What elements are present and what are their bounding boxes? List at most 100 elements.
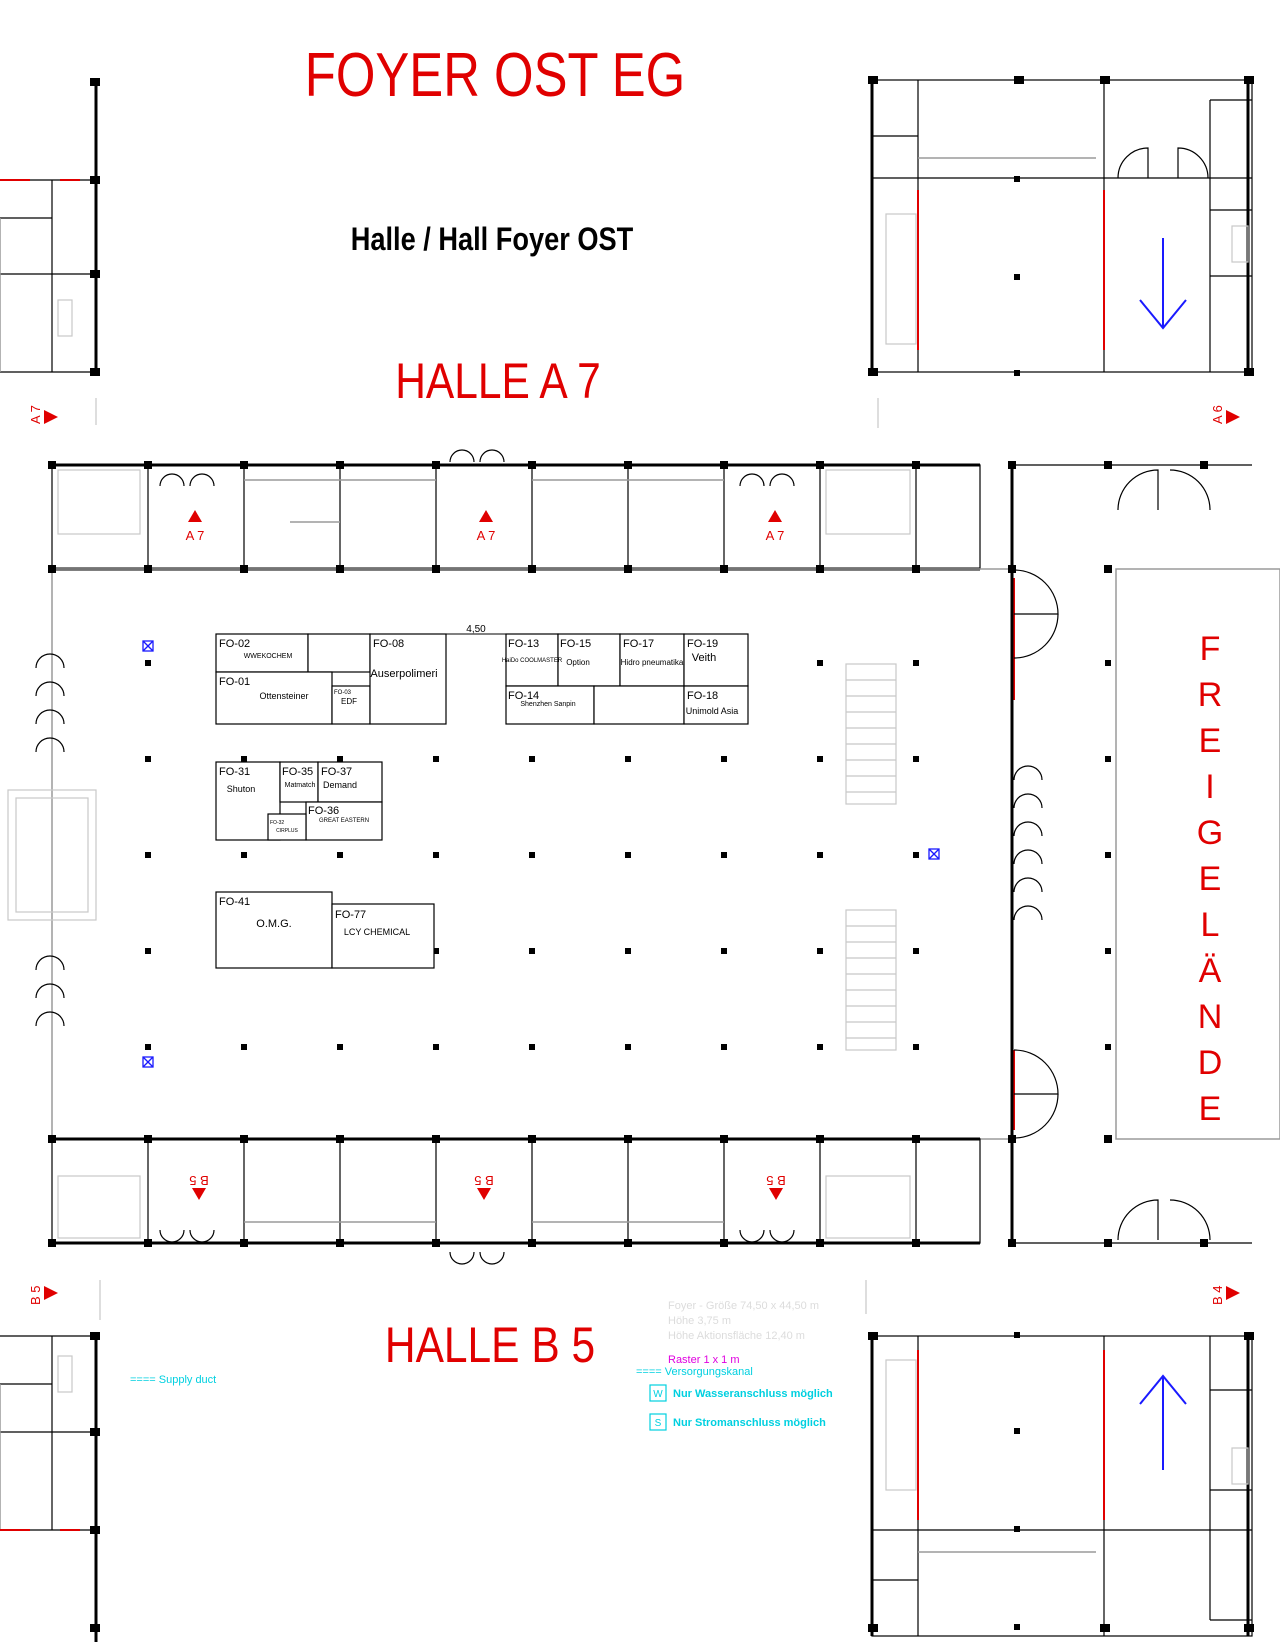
freigelaende-letter: L xyxy=(1201,906,1220,944)
marker-a7: A 7 xyxy=(766,528,785,543)
booth-fo-08[interactable] xyxy=(369,633,447,725)
marker-arrow-icon xyxy=(188,510,202,522)
booth-name: WWEKOCHEM xyxy=(244,653,293,660)
booth-fo-15[interactable] xyxy=(557,633,621,687)
legend-foyer-size: Foyer - Größe 74,50 x 44,50 m xyxy=(668,1300,819,1312)
freigelaende-letter: E xyxy=(1199,722,1222,760)
legend-supply-de: ==== Versorgungskanal xyxy=(636,1366,753,1378)
booth-id: FO-13 xyxy=(508,638,539,650)
booth-id: FO-02 xyxy=(219,638,250,650)
power-connection-icon xyxy=(649,1413,667,1431)
freigelaende-letter: F xyxy=(1200,630,1221,668)
foyer-main-hall xyxy=(7,449,1280,1265)
legend-power: Nur Stromanschluss möglich xyxy=(673,1417,826,1429)
building-bottom-right xyxy=(865,1280,1254,1637)
booth-name: Hidro pneumatika xyxy=(621,658,684,667)
booth-name: Shenzhen Sanpin xyxy=(520,701,575,708)
legend-water: Nur Wasseranschluss möglich xyxy=(673,1388,833,1400)
freigelaende-label: F R E I G E L Ä N D E xyxy=(1197,630,1223,1128)
booth-fo-36[interactable] xyxy=(305,801,383,841)
power-symbol: S xyxy=(655,1418,662,1429)
booth-id: FO-41 xyxy=(219,896,250,908)
building-top-right xyxy=(868,76,1254,428)
water-symbol: W xyxy=(653,1389,663,1400)
hall-markers: A 7 A 6 A 7 A 7 A 7 B 5 B 5 B 5 B 5 B 4 xyxy=(28,405,1240,1305)
freigelaende-letter: E xyxy=(1199,1090,1222,1128)
building-top-left xyxy=(0,78,100,425)
marker-arrow-icon xyxy=(477,1188,491,1200)
freigelaende-letter: N xyxy=(1198,998,1223,1036)
freigelaende-letter: E xyxy=(1199,860,1222,898)
marker-b5: B 5 xyxy=(189,1173,209,1188)
connection-box-icon xyxy=(142,640,154,652)
booth-id: FO-31 xyxy=(219,766,250,778)
booth-fo-14[interactable] xyxy=(505,685,595,725)
marker-arrow-icon xyxy=(192,1188,206,1200)
booth-name: LCY CHEMICAL xyxy=(344,927,410,937)
halle-b5-label: HALLE B 5 xyxy=(385,1317,595,1373)
booth-fo-18[interactable] xyxy=(683,685,749,725)
booth-name: Ottensteiner xyxy=(259,691,308,701)
booth-fo-03[interactable] xyxy=(331,685,371,725)
marker-a6: A 6 xyxy=(1210,405,1225,424)
booth-fo-77[interactable] xyxy=(331,903,435,969)
legend-supply-en: ==== Supply duct xyxy=(130,1374,216,1386)
marker-arrow-icon xyxy=(769,1188,783,1200)
booth-name: Shuton xyxy=(227,784,256,794)
booth-name: HaiDo COOLMASTER xyxy=(502,658,563,664)
booth-fo-13[interactable] xyxy=(505,633,559,687)
marker-arrow-icon xyxy=(1226,410,1240,424)
booth-name: Veith xyxy=(692,652,716,664)
booth-id: FO-08 xyxy=(373,638,404,650)
freigelaende-letter: Ä xyxy=(1199,952,1222,990)
halle-a7-label: HALLE A 7 xyxy=(395,353,601,409)
legend: Foyer - Größe 74,50 x 44,50 m Höhe 3,75 … xyxy=(130,1300,833,1431)
water-connection-icon xyxy=(649,1384,667,1402)
booth-name: Matmatch xyxy=(285,782,316,789)
marker-arrow-icon xyxy=(44,410,58,424)
booth-name: EDF xyxy=(341,697,357,706)
booth-id: FO-14 xyxy=(508,690,539,702)
booth-name: Unimold Asia xyxy=(686,706,739,716)
connection-box-icon xyxy=(928,848,940,860)
booth-id: FO-15 xyxy=(560,638,591,650)
marker-arrow-icon xyxy=(479,510,493,522)
marker-a7: A 7 xyxy=(186,528,205,543)
marker-arrow-icon xyxy=(1226,1286,1240,1300)
booth-id: FO-18 xyxy=(687,690,718,702)
booth-id: FO-35 xyxy=(282,766,313,778)
booth-id: FO-01 xyxy=(219,676,250,688)
booth-name: O.M.G. xyxy=(256,918,291,930)
booth-fo-19[interactable] xyxy=(683,633,749,687)
booth-id: FO-17 xyxy=(623,638,654,650)
legend-raster: Raster 1 x 1 m xyxy=(668,1354,740,1366)
freigelaende-letter: R xyxy=(1198,676,1223,714)
booth-id: FO-32 xyxy=(270,820,284,826)
marker-a7: A 7 xyxy=(477,528,496,543)
booth-fo-37[interactable] xyxy=(317,761,383,803)
booth-fo-41[interactable] xyxy=(215,891,333,969)
booth-name: Demand xyxy=(323,780,357,790)
freigelaende-letter: I xyxy=(1205,768,1214,806)
booth-id: FO-77 xyxy=(335,909,366,921)
freigelaende-letter: G xyxy=(1197,814,1223,852)
booth-empty xyxy=(593,685,685,725)
legend-height: Höhe 3,75 m xyxy=(668,1315,731,1327)
marker-a7-left: A 7 xyxy=(28,405,43,424)
marker-arrow-icon xyxy=(768,510,782,522)
booth-fo-01[interactable] xyxy=(215,671,333,725)
marker-b4: B 4 xyxy=(1210,1285,1225,1305)
booth-fo-35[interactable] xyxy=(279,761,319,803)
booth-id: FO-36 xyxy=(308,805,339,817)
building-bottom-left xyxy=(0,1280,101,1642)
marker-b5: B 5 xyxy=(766,1173,786,1188)
marker-b5-left: B 5 xyxy=(28,1285,43,1305)
booth-fo-32[interactable] xyxy=(267,813,307,841)
booths: FO-02 WWEKOCHEM FO-01 Ottensteiner FO-03… xyxy=(215,624,749,969)
marker-b5: B 5 xyxy=(474,1173,494,1188)
main-title: FOYER OST EG xyxy=(305,41,685,110)
hall-title: Halle / Hall Foyer OST xyxy=(351,222,634,258)
booth-name: Option xyxy=(566,658,590,667)
booth-name: GREAT EASTERN xyxy=(319,818,369,824)
